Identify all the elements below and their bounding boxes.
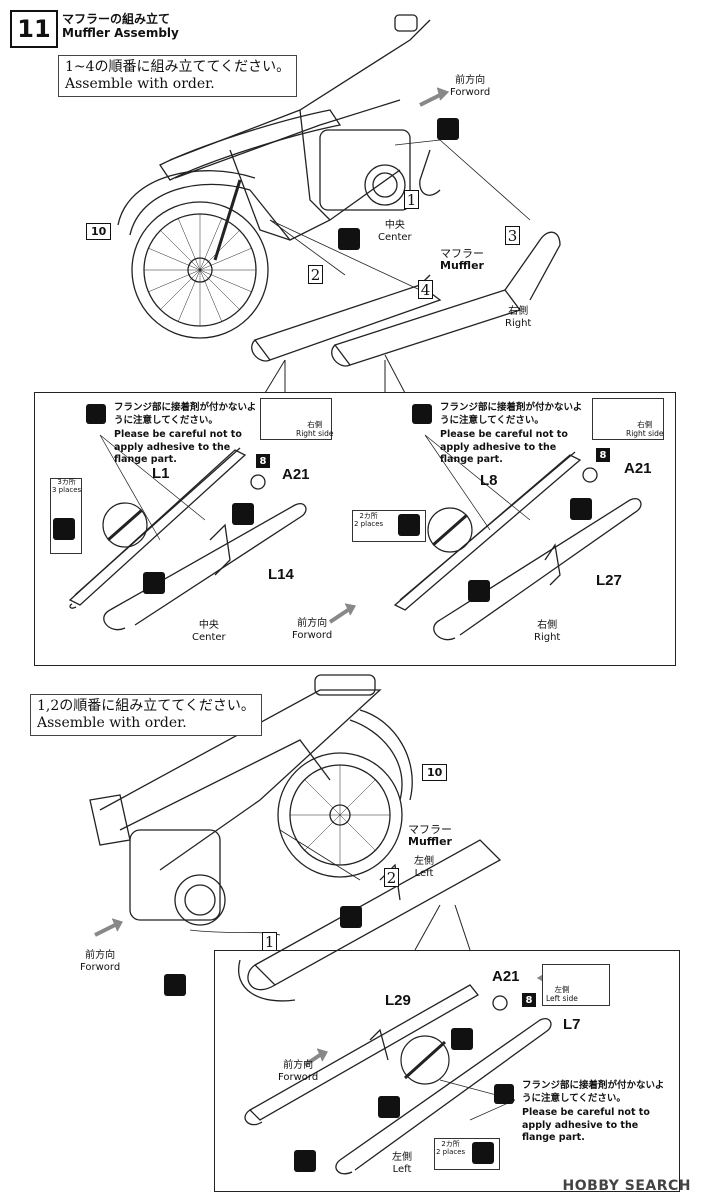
- cement-icon: [570, 498, 592, 520]
- cement-icon: [398, 514, 420, 536]
- part-label-l14: L14: [268, 566, 294, 583]
- part-label-l29: L29: [385, 992, 411, 1009]
- step-title-jp: マフラーの組み立て: [62, 12, 171, 26]
- order-en: Assemble with order.: [37, 715, 187, 731]
- step-mark-2: 2: [384, 868, 399, 887]
- warning-icon: [494, 1084, 514, 1104]
- warning-icon: [86, 404, 106, 424]
- cement-icon: [164, 974, 186, 996]
- reference-badge-8: 8: [256, 454, 270, 468]
- cement-icon: [340, 906, 362, 928]
- part-label-l8: L8: [480, 472, 498, 489]
- cement-icon: [472, 1142, 494, 1164]
- step-mark-1: 1: [404, 190, 419, 209]
- flange-note-2: フランジ部に接着剤が付かないように注意してください。 Please be car…: [440, 402, 583, 465]
- order-instruction-1: 1~4の順番に組み立ててください。 Assemble with order.: [58, 55, 298, 97]
- step-mark-3: 3: [505, 226, 520, 245]
- order-jp: 1,2の順番に組み立ててください。: [37, 698, 255, 714]
- order-en: Assemble with order.: [65, 76, 215, 92]
- cement-icon: [468, 580, 490, 602]
- ref-step-10-top: 10: [86, 223, 112, 240]
- cement-icon: [378, 1096, 400, 1118]
- reference-badge-8: 8: [522, 993, 536, 1007]
- reference-badge-8: 8: [596, 448, 610, 462]
- order-instruction-2: 1,2の順番に組み立ててください。 Assemble with order.: [30, 694, 262, 736]
- detail-panel-bottom: [214, 950, 680, 1192]
- cement-icon: [143, 572, 165, 594]
- detail-panel-top: [34, 392, 676, 666]
- step-mark-2: 2: [308, 265, 323, 284]
- watermark: HOBBY SEARCH: [562, 1178, 691, 1194]
- ref-step-10-bottom: 10: [422, 764, 448, 781]
- warning-icon: [412, 404, 432, 424]
- side-view-box-3: [542, 964, 610, 1006]
- cement-icon: [437, 118, 459, 140]
- cement-icon: [338, 228, 360, 250]
- cement-icon: [451, 1028, 473, 1050]
- step-title-en: Muffler Assembly: [62, 26, 179, 40]
- order-jp: 1~4の順番に組み立ててください。: [65, 59, 291, 75]
- part-label-a21: A21: [492, 968, 520, 985]
- part-label-l27: L27: [596, 572, 622, 589]
- side-view-box-1: [260, 398, 332, 440]
- step-mark-1: 1: [262, 932, 277, 951]
- side-view-box-2: [592, 398, 664, 440]
- flange-note-3: フランジ部に接着剤が付かないように注意してください。 Please be car…: [522, 1080, 665, 1143]
- step-mark-4: 4: [418, 280, 433, 299]
- places-box-1: [50, 478, 82, 554]
- part-label-a21: A21: [624, 460, 652, 477]
- cement-icon: [53, 518, 75, 540]
- step-number: 11: [10, 10, 58, 48]
- part-label-l7: L7: [563, 1016, 581, 1033]
- cement-icon: [232, 503, 254, 525]
- flange-note-1: フランジ部に接着剤が付かないように注意してください。 Please be car…: [114, 402, 257, 465]
- part-label-a21: A21: [282, 466, 310, 483]
- cement-icon: [294, 1150, 316, 1172]
- part-label-l1: L1: [152, 465, 170, 482]
